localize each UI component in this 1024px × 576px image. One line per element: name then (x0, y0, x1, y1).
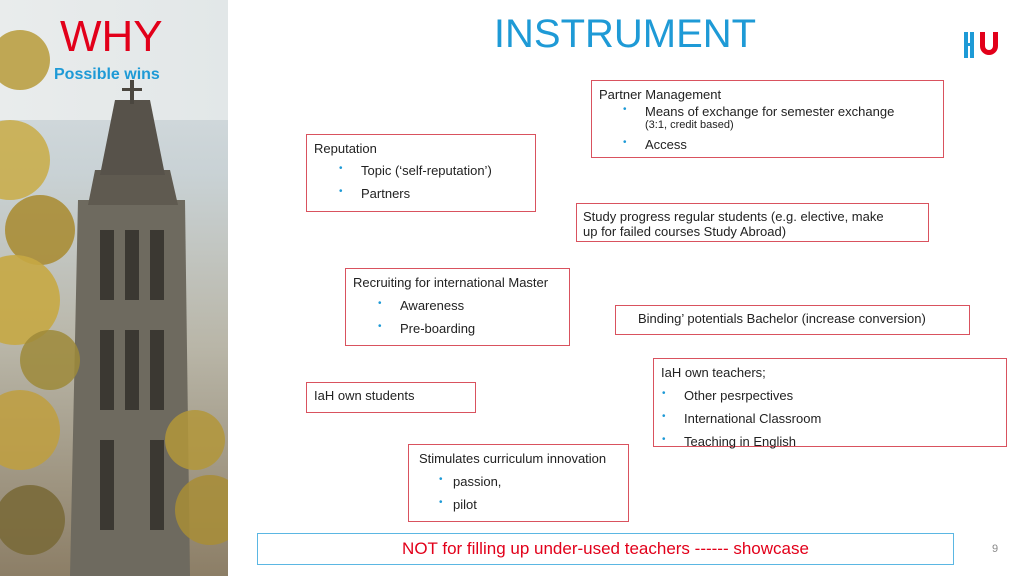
banner-text: NOT for filling up under-used teachers -… (402, 539, 809, 558)
list-item: • Access (623, 137, 687, 152)
page-number: 9 (992, 543, 999, 555)
iah-teachers-box: IaH own teachers; • Other pesrpectives •… (653, 358, 1007, 449)
list-item: • Partners (339, 186, 411, 201)
list-item: • Teaching in English (662, 434, 797, 449)
study-progress-box: Study progress regular students (e.g. el… (576, 203, 929, 242)
box-text: Binding’ potentials Bachelor (increase c… (638, 311, 926, 326)
box-text-line: up for failed courses Study Abroad) (583, 224, 787, 239)
box-text-line: Study progress regular students (e.g. el… (583, 209, 884, 224)
box-heading: Partner Management (599, 87, 722, 102)
iah-students-box: IaH own students (306, 382, 476, 413)
list-item: • Other pesrpectives (662, 388, 794, 403)
box-text: IaH own students (314, 388, 415, 403)
box-heading: Reputation (314, 141, 377, 156)
list-item: • pilot (439, 497, 477, 512)
page-title: INSTRUMENT (493, 12, 757, 56)
box-heading: Recruiting for international Master (353, 275, 549, 290)
reputation-box: Reputation • Topic (‘self-reputation’) •… (306, 134, 536, 212)
list-item: • Means of exchange for semester exchang… (623, 104, 895, 119)
recruiting-box: Recruiting for international Master • Aw… (345, 268, 570, 346)
list-item-note: (3:1, credit based) (645, 119, 734, 131)
why-subtitle: Possible wins (54, 66, 160, 83)
list-item: • Awareness (378, 298, 465, 313)
box-heading: Stimulates curriculum innovation (419, 451, 607, 466)
list-item: • passion, (439, 474, 502, 489)
list-item: • Pre-boarding (378, 321, 476, 336)
binding-box: Binding’ potentials Bachelor (increase c… (615, 305, 970, 335)
partner-management-box: Partner Management • Means of exchange f… (591, 80, 944, 158)
tower-photo (0, 0, 228, 576)
list-item: • Topic (‘self-reputation’) (339, 163, 492, 178)
box-heading: IaH own teachers; (661, 365, 766, 380)
list-item: • International Classroom (662, 411, 822, 426)
bottom-banner: NOT for filling up under-used teachers -… (257, 533, 954, 565)
uu-logo-icon (964, 32, 998, 58)
curriculum-box: Stimulates curriculum innovation • passi… (408, 444, 629, 522)
why-title: WHY (60, 12, 163, 61)
